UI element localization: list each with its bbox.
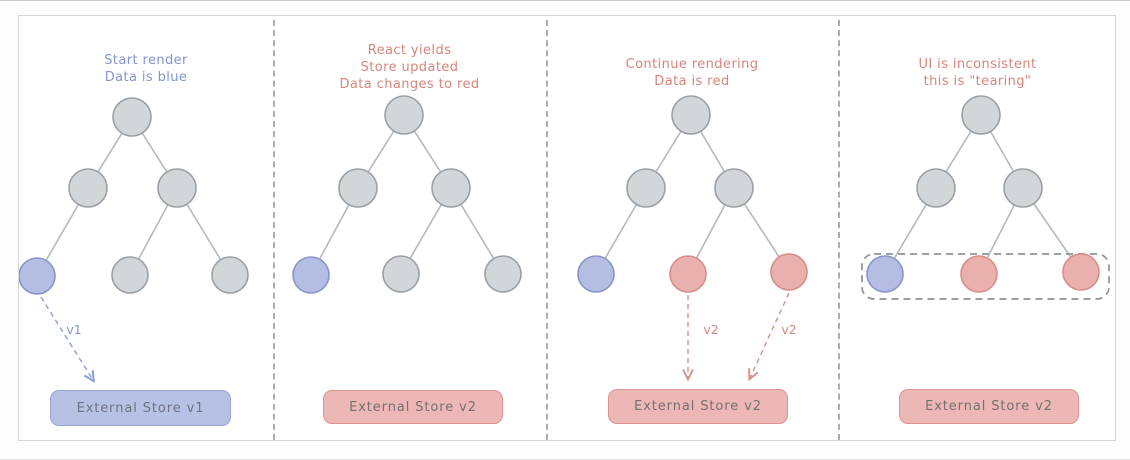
arrow-label-v2: v2 — [703, 322, 718, 337]
panel-caption: Start render Data is blue — [19, 52, 273, 86]
tree-node-mid-right — [157, 168, 197, 208]
caption-line: Data changes to red — [339, 77, 480, 92]
panel-separator-3 — [838, 20, 840, 440]
caption-line: this is "tearing" — [923, 74, 1032, 89]
tree-node-mid-left — [916, 168, 956, 208]
caption-line: Data is red — [654, 74, 730, 89]
diagram-frame: Start render Data is blue — [18, 15, 1116, 441]
caption-line: Data is blue — [104, 70, 188, 85]
external-store-box: External Store v1 — [50, 390, 231, 426]
tree-node-leaf-blue — [19, 257, 56, 295]
tearing-highlight-box — [861, 253, 1110, 300]
tree-node-mid-left — [68, 168, 108, 208]
component-tree-graphic — [861, 95, 1110, 300]
tree-node-root — [384, 95, 424, 135]
panel-caption: UI is inconsistent this is "tearing" — [838, 56, 1117, 90]
tree-node-leaf-red — [669, 255, 707, 293]
tree-node-leaf — [382, 255, 420, 293]
tree-node-mid-left — [626, 168, 666, 208]
tree-node-leaf-blue — [292, 256, 330, 294]
external-store-label: External Store v2 — [925, 399, 1053, 414]
arrow-label-v2: v2 — [781, 322, 796, 337]
tree-node-root — [961, 95, 1001, 135]
panel-caption: Continue rendering Data is red — [546, 56, 838, 90]
tree-node-root — [671, 95, 711, 135]
panel-separator-1 — [273, 20, 275, 440]
panel-ui-tearing: UI is inconsistent this is "tearing" Ext… — [838, 16, 1117, 442]
panel-continue-rendering: Continue rendering Data is red — [546, 16, 838, 442]
caption-line: Start render — [104, 53, 188, 68]
tree-node-leaf — [111, 256, 149, 294]
component-tree-graphic: v1 — [19, 97, 249, 384]
external-store-label: External Store v2 — [634, 399, 762, 414]
external-store-box: External Store v2 — [899, 389, 1079, 424]
tree-node-mid-right — [431, 168, 471, 208]
caption-line: React yields — [367, 43, 452, 58]
external-store-label: External Store v1 — [76, 400, 205, 416]
panel-caption: React yields Store updated Data changes … — [273, 42, 546, 93]
component-tree-graphic: v2 v2 — [577, 95, 808, 382]
arrow-label-v1: v1 — [66, 322, 81, 337]
panel-react-yields: React yields Store updated Data changes … — [273, 16, 546, 442]
tree-node-mid-left — [338, 168, 378, 208]
tree-node-mid-right — [1003, 168, 1043, 208]
tree-node-root — [112, 97, 152, 137]
component-tree-graphic — [292, 95, 522, 294]
tree-node-leaf — [484, 255, 522, 293]
caption-line: Store updated — [360, 60, 459, 75]
external-store-box: External Store v2 — [323, 390, 503, 424]
tree-node-leaf — [211, 256, 249, 294]
tree-node-leaf-blue — [866, 255, 904, 293]
external-store-label: External Store v2 — [349, 399, 477, 415]
tree-node-mid-right — [714, 168, 754, 208]
caption-line: Continue rendering — [625, 57, 759, 72]
store-read-arrow-v2 — [748, 292, 790, 382]
panel-start-render: Start render Data is blue — [19, 16, 273, 442]
tree-node-leaf-red — [770, 253, 808, 291]
caption-line: UI is inconsistent — [918, 57, 1037, 72]
tree-node-leaf-blue — [577, 255, 615, 293]
tree-node-leaf-red — [1062, 253, 1100, 291]
external-store-box: External Store v2 — [608, 389, 788, 424]
store-read-arrow-v1 — [40, 296, 95, 384]
panel-separator-2 — [546, 20, 548, 440]
tree-node-leaf-red — [960, 255, 998, 293]
